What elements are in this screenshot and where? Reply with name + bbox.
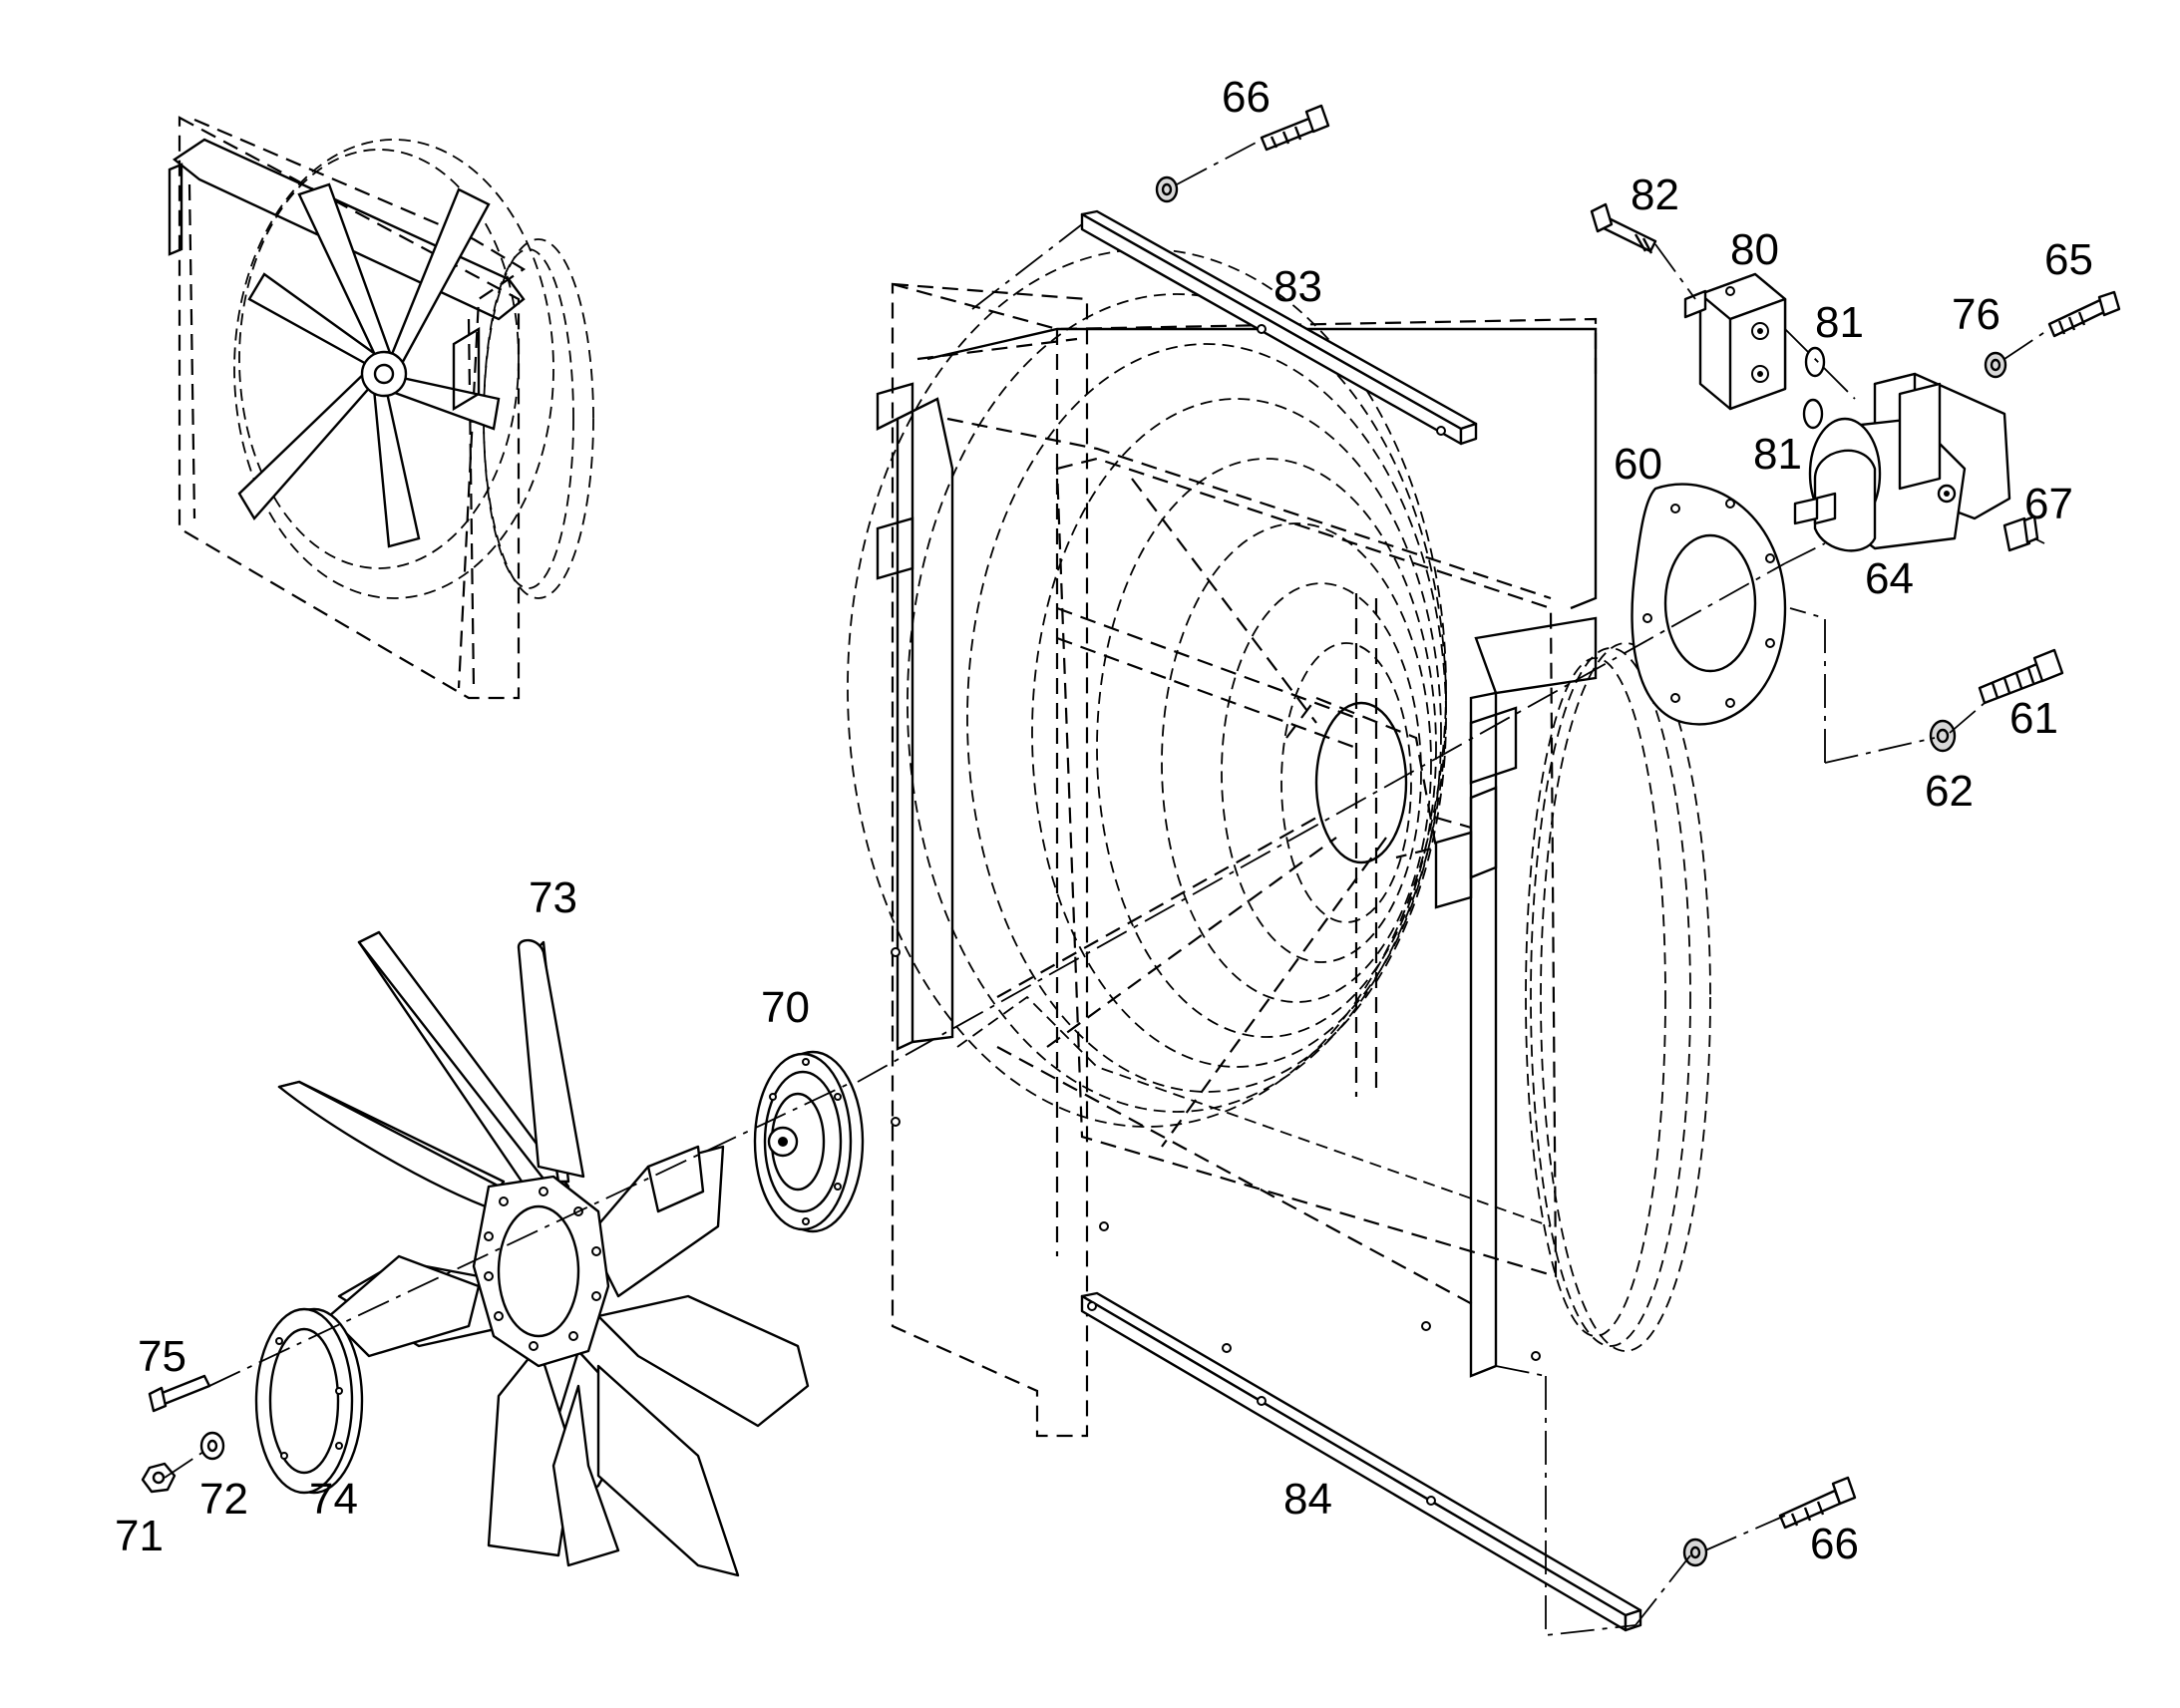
o-ring-81-upper <box>1804 346 1826 378</box>
washer-62 <box>1929 719 1957 753</box>
bolt-66-top <box>1260 104 1330 152</box>
callout-75: 75 <box>138 1332 186 1381</box>
assembly-lines <box>164 139 2050 1637</box>
fan-shroud-frame <box>847 248 1711 1438</box>
bolt-75 <box>148 1374 211 1413</box>
overview-assembly <box>168 116 594 700</box>
frame-holes <box>891 947 1541 1361</box>
bolt-66-bottom <box>1778 1476 1857 1530</box>
callout-66-bottom: 66 <box>1810 1520 1859 1568</box>
callout-65: 65 <box>2044 235 2093 284</box>
callout-84: 84 <box>1283 1475 1332 1524</box>
callout-81-upper: 81 <box>1815 298 1864 347</box>
ring-74 <box>254 1307 364 1495</box>
bolt-65 <box>2047 290 2121 338</box>
callout-67: 67 <box>2024 480 2073 528</box>
bolt-61 <box>1978 648 2064 705</box>
washer-66-top <box>1155 175 1179 203</box>
callout-labels: 66 82 80 65 83 76 81 81 60 67 64 61 62 7… <box>115 73 2093 1568</box>
hub-70 <box>753 1050 865 1233</box>
washer-76 <box>1984 351 2007 379</box>
o-ring-81-lower <box>1802 398 1824 430</box>
callout-61: 61 <box>2009 694 2058 743</box>
callout-64: 64 <box>1865 554 1914 603</box>
bolt-82 <box>1590 202 1657 254</box>
callout-81-lower: 81 <box>1753 430 1802 479</box>
callout-72: 72 <box>199 1475 248 1524</box>
fitting-67 <box>2002 514 2039 552</box>
fan-blade-assembly-73 <box>277 930 810 1577</box>
flange-60 <box>1631 483 1787 726</box>
callout-83: 83 <box>1273 262 1322 311</box>
valve-block-80 <box>1683 272 1787 411</box>
callout-71: 71 <box>115 1512 164 1560</box>
bar-83 <box>1080 209 1478 446</box>
callout-66-top: 66 <box>1222 73 1271 122</box>
washer-72 <box>199 1431 225 1461</box>
callout-74: 74 <box>309 1475 358 1524</box>
callout-70: 70 <box>761 983 810 1032</box>
callout-82: 82 <box>1631 171 1679 219</box>
callout-60: 60 <box>1614 440 1662 489</box>
callout-80: 80 <box>1730 225 1779 274</box>
hydraulic-motor-64 <box>1793 372 2011 552</box>
nut-71 <box>141 1462 177 1494</box>
bar-84 <box>1080 1291 1642 1632</box>
washer-66-bottom <box>1682 1537 1708 1567</box>
callout-62: 62 <box>1925 767 1974 816</box>
callout-76: 76 <box>1952 290 2000 339</box>
fan-guard-rings <box>847 248 1711 1352</box>
callout-73: 73 <box>529 873 577 922</box>
